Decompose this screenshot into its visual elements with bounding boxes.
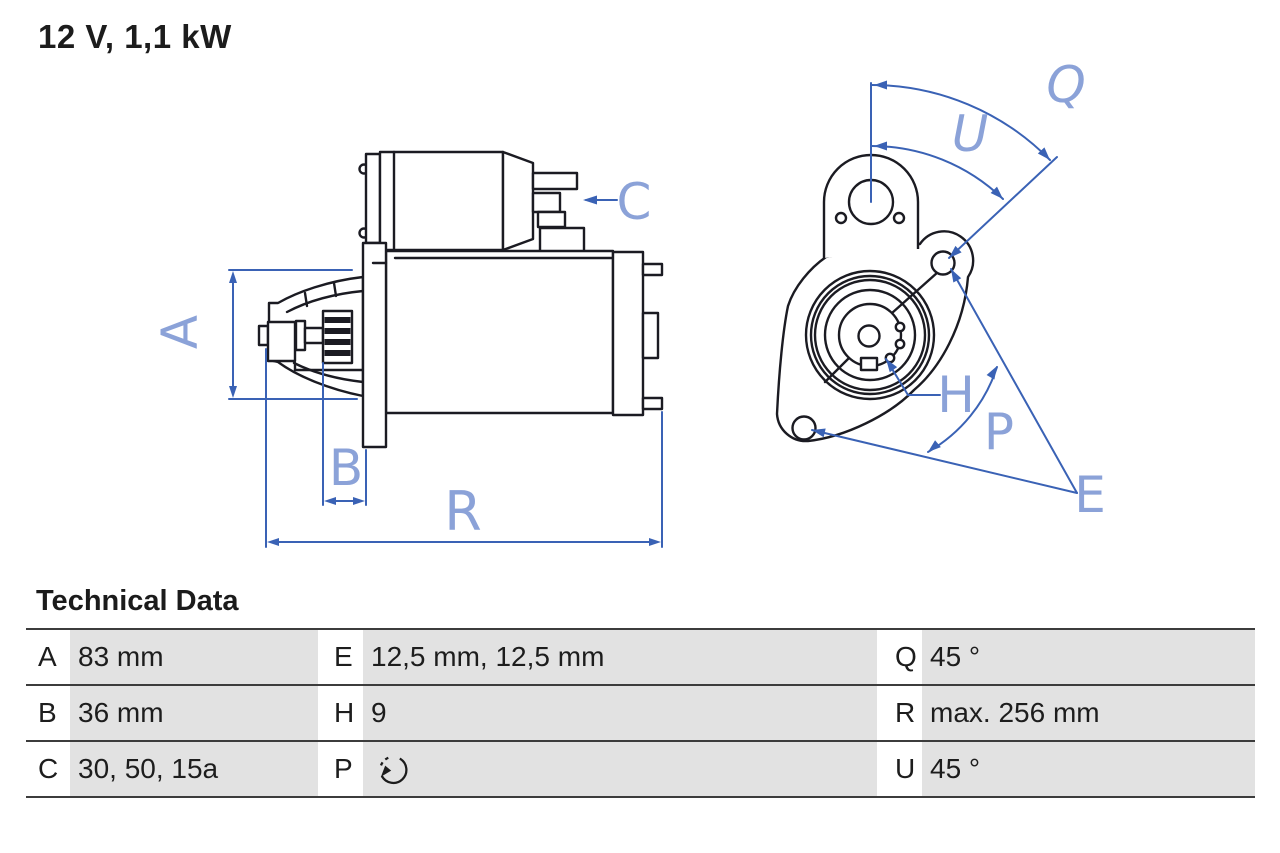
dim-value-rotation	[363, 742, 877, 796]
dim-value: 83 mm	[70, 630, 318, 684]
dim-value: 45 °	[922, 742, 1255, 796]
dim-label-Q: Q	[1046, 56, 1085, 114]
page-title: 12 V, 1,1 kW	[38, 18, 232, 55]
pinion-gear-front	[837, 302, 906, 372]
dim-label-R: R	[444, 480, 482, 543]
technical-data-table: A 83 mm E 12,5 mm, 12,5 mm Q 45 ° B 36 m…	[26, 628, 1255, 798]
dim-label-P: P	[984, 403, 1014, 461]
dim-value: 12,5 mm, 12,5 mm	[363, 630, 877, 684]
dim-label-C: C	[617, 173, 652, 231]
dim-value: 30, 50, 15a	[70, 742, 318, 796]
dim-key: A	[26, 630, 70, 684]
dim-key: B	[26, 686, 70, 740]
rotation-ccw-icon	[379, 755, 408, 785]
dim-label-B: B	[329, 439, 363, 497]
dim-value: 45 °	[922, 630, 1255, 684]
flange-view-dimensions: Q U H P E	[811, 56, 1106, 524]
dim-label-E: E	[1074, 466, 1106, 524]
table-heading: Technical Data	[36, 585, 239, 617]
starter-motor-technical-drawing: A B R C	[151, 56, 1106, 548]
dim-key: R	[877, 686, 922, 740]
dim-label-U: U	[952, 105, 989, 163]
flange-view-outline	[775, 153, 975, 443]
dim-key: C	[26, 742, 70, 796]
dim-key: E	[318, 630, 363, 684]
table-row: B 36 mm H 9 R max. 256 mm	[26, 684, 1255, 740]
dim-key: Q	[877, 630, 922, 684]
side-view-outline	[257, 150, 664, 449]
pinion-gear-side	[321, 309, 354, 365]
dim-key: U	[877, 742, 922, 796]
dim-key: H	[318, 686, 363, 740]
dim-value: max. 256 mm	[922, 686, 1255, 740]
dim-key: P	[318, 742, 363, 796]
table-row: C 30, 50, 15a P U 45 °	[26, 740, 1255, 798]
dim-label-A: A	[151, 315, 209, 349]
dim-value: 9	[363, 686, 877, 740]
dim-value: 36 mm	[70, 686, 318, 740]
side-view-dimensions: A B R C	[151, 173, 663, 548]
dim-label-H: H	[937, 366, 975, 424]
table-row: A 83 mm E 12,5 mm, 12,5 mm Q 45 °	[26, 628, 1255, 684]
